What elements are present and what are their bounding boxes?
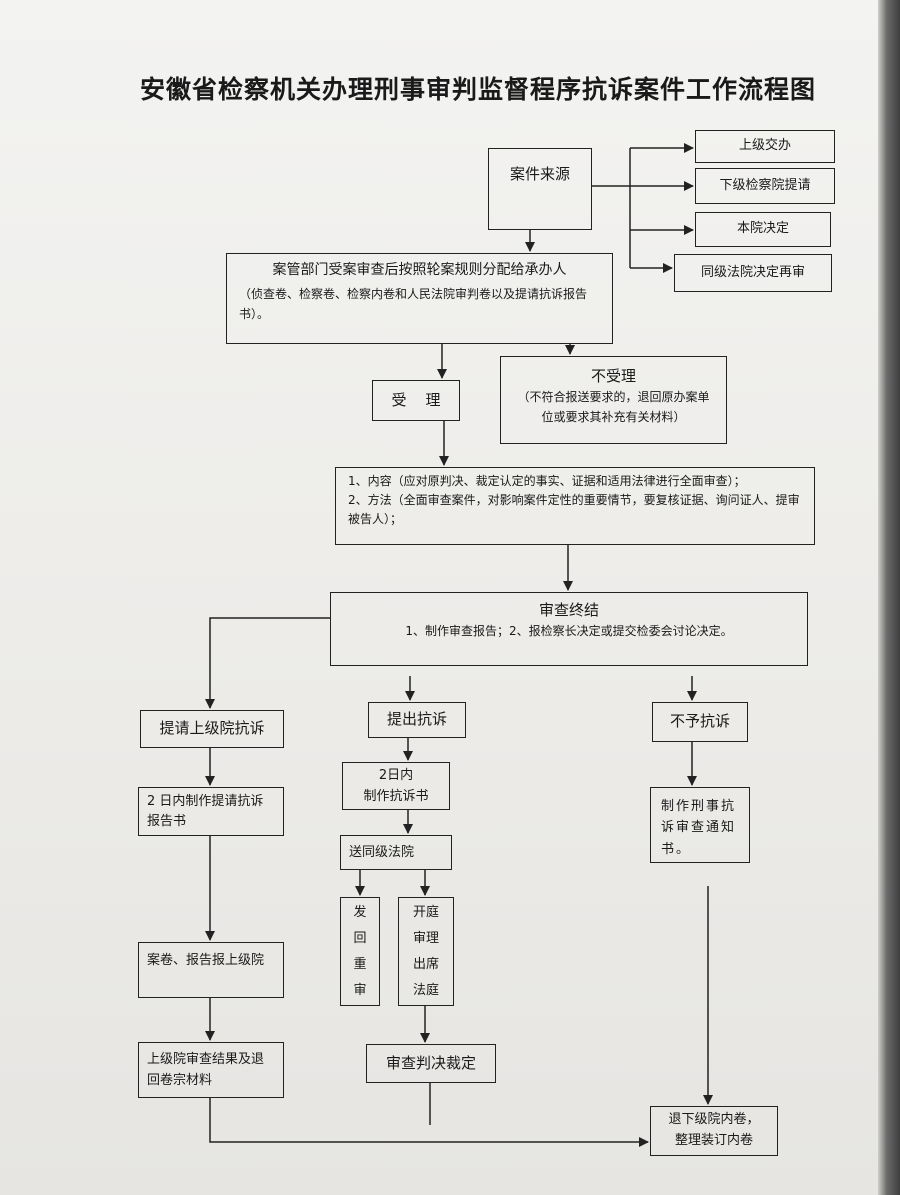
end-line-1: 退下级院内卷， (668, 1112, 760, 1127)
mid-step-4b-line-2: 审理 (412, 930, 439, 946)
left-step-2-label: 2 日内制作提请抗诉报告书 (147, 794, 264, 830)
mid-step-1-label: 提出抗诉 (386, 710, 447, 729)
mid-step-2-line-1: 2日内 (378, 768, 414, 783)
mid-step-3-label: 送同级法院 (349, 845, 415, 860)
conclude-box: 审查终结 1、制作审查报告；2、报检察长决定或提交检委会讨论决定。 (330, 592, 808, 666)
source-option-4-label: 同级法院决定再审 (700, 264, 805, 280)
left-step-1-label: 提请上级院抗诉 (159, 719, 265, 738)
source-option-3: 本院决定 (695, 212, 831, 247)
mid-step-1: 提出抗诉 (368, 702, 466, 738)
source-option-4: 同级法院决定再审 (674, 254, 832, 292)
mid-step-2-line-2: 制作抗诉书 (363, 788, 429, 804)
edge-conclude-left (205, 617, 330, 709)
assign-main-text: 案管部门受案审查后按照轮案规则分配给承办人 (272, 262, 567, 278)
review-item-1: 1、内容（应对原判决、裁定认定的事实、证据和适用法律进行全面审查）； (348, 474, 746, 488)
source-option-2: 下级检察院提请 (695, 168, 835, 204)
mid-step-3: 送同级法院 (340, 835, 452, 870)
right-step-1: 不予抗诉 (652, 702, 748, 742)
assign-box: 案管部门受案审查后按照轮案规则分配给承办人 （侦查卷、检察卷、检察内卷和人民法院… (226, 253, 613, 344)
left-step-3: 案卷、报告报上级院 (138, 942, 284, 998)
conclude-detail: 1、制作审查报告；2、报检察长决定或提交检委会讨论决定。 (405, 624, 733, 639)
conclude-title: 审查终结 (538, 601, 599, 619)
left-step-4-label: 上级院审查结果及退回卷宗材料 (147, 1052, 265, 1088)
reject-detail: （不符合报送要求的，退回原办案单位或要求其补充有关材料） (517, 390, 710, 425)
reject-title: 不受理 (590, 367, 636, 385)
left-step-1: 提请上级院抗诉 (140, 710, 284, 748)
source-box: 案件来源 (488, 148, 592, 230)
flowchart-title: 安徽省检察机关办理刑事审判监督程序抗诉案件工作流程图 (140, 75, 817, 104)
source-option-1: 上级交办 (695, 130, 835, 163)
assign-detail-text: （侦查卷、检察卷、检察内卷和人民法院审判卷以及提请抗诉报告书）。 (239, 286, 588, 322)
source-option-1-label: 上级交办 (738, 138, 791, 154)
mid-step-4a-char-3: 重 (353, 956, 367, 972)
mid-step-5: 审查判决裁定 (366, 1044, 496, 1083)
right-step-1-label: 不予抗诉 (669, 712, 730, 731)
review-item-2: 2、方法（全面审查案件，对影响案件定性的重要情节，要复核证据、询问证人、提审被告… (348, 493, 800, 527)
mid-step-5-label: 审查判决裁定 (385, 1053, 476, 1072)
mid-step-4a-char-1: 发 (353, 904, 367, 920)
source-option-2-label: 下级检察院提请 (719, 177, 811, 193)
mid-step-4b-line-4: 法庭 (412, 982, 439, 998)
mid-step-4b-line-1: 开庭 (412, 904, 439, 920)
left-step-2: 2 日内制作提请抗诉报告书 (138, 787, 284, 836)
page-edge-shadow (878, 0, 900, 1195)
accept-label: 受 理 (391, 390, 441, 409)
left-step-4: 上级院审查结果及退回卷宗材料 (138, 1042, 284, 1098)
mid-step-4b-line-3: 出席 (412, 956, 439, 972)
review-box: 1、内容（应对原判决、裁定认定的事实、证据和适用法律进行全面审查）； 2、方法（… (335, 467, 815, 545)
mid-step-2: 2日内 制作抗诉书 (342, 762, 450, 810)
left-step-3-label: 案卷、报告报上级院 (147, 953, 265, 968)
mid-step-4a: 发 回 重 审 (340, 897, 380, 1006)
end-line-2: 整理装订内卷 (674, 1132, 753, 1148)
mid-step-4a-char-4: 审 (353, 982, 367, 998)
mid-step-4b: 开庭 审理 出席 法庭 (398, 897, 454, 1006)
mid-step-4a-char-2: 回 (353, 930, 367, 946)
edge-left4-end (209, 1098, 649, 1147)
right-step-2: 制作刑事抗诉审查通知书。 (650, 787, 750, 863)
accept-box: 受 理 (372, 380, 460, 421)
source-option-3-label: 本院决定 (736, 221, 789, 237)
reject-box: 不受理 （不符合报送要求的，退回原办案单位或要求其补充有关材料） (500, 356, 727, 444)
source-label: 案件来源 (509, 165, 570, 183)
right-step-2-label: 制作刑事抗诉审查通知书。 (661, 799, 737, 857)
end-box: 退下级院内卷， 整理装订内卷 (650, 1106, 778, 1156)
